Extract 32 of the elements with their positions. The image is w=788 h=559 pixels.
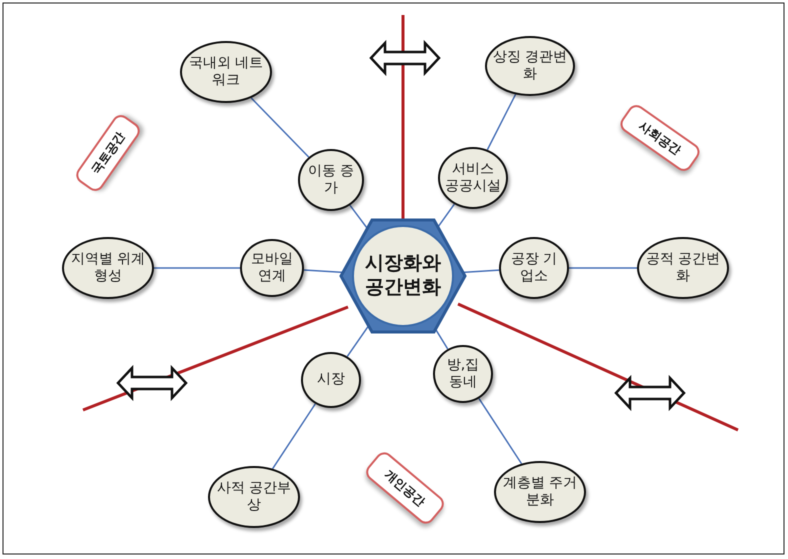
connector-line [346, 325, 370, 357]
node-label: 지역별 위계형성 [70, 250, 146, 286]
node-label: 상징 경관변화 [492, 48, 568, 84]
ellipse-node [301, 352, 361, 408]
node-label: 시장 [316, 371, 346, 389]
node-label: 시장화와 공간변화 [364, 252, 442, 300]
connector-line [478, 398, 522, 464]
connector-line [272, 403, 316, 470]
ellipse-node [433, 345, 493, 403]
ellipse-node [240, 239, 304, 297]
ellipse-node [499, 237, 569, 299]
node-label: 이동 증가 [306, 162, 356, 198]
node-label: 공적 공간변화 [644, 250, 722, 286]
connector-line [486, 94, 516, 150]
hexagon-node [341, 220, 465, 332]
connector-line [304, 269, 344, 274]
node-label: 계층별 주거분화 [502, 474, 578, 510]
connector-line [154, 267, 240, 269]
node-label: 모바일 연계 [250, 250, 294, 286]
node-label: 사적 공간부상 [216, 480, 292, 514]
node-label: 공장 기업소 [510, 250, 558, 286]
connector-line [250, 97, 310, 158]
ellipse-node [438, 147, 508, 209]
node-label: 서비스 공공시설 [444, 160, 502, 196]
connector-line [437, 204, 455, 228]
connector-line [434, 328, 448, 350]
connector-line [569, 267, 637, 269]
node-label: 방,집 동네 [446, 356, 480, 392]
connector-line [462, 269, 500, 274]
connector-line [349, 204, 368, 229]
ellipse-node [298, 149, 364, 211]
node-label: 국내외 네트워크 [188, 54, 264, 90]
